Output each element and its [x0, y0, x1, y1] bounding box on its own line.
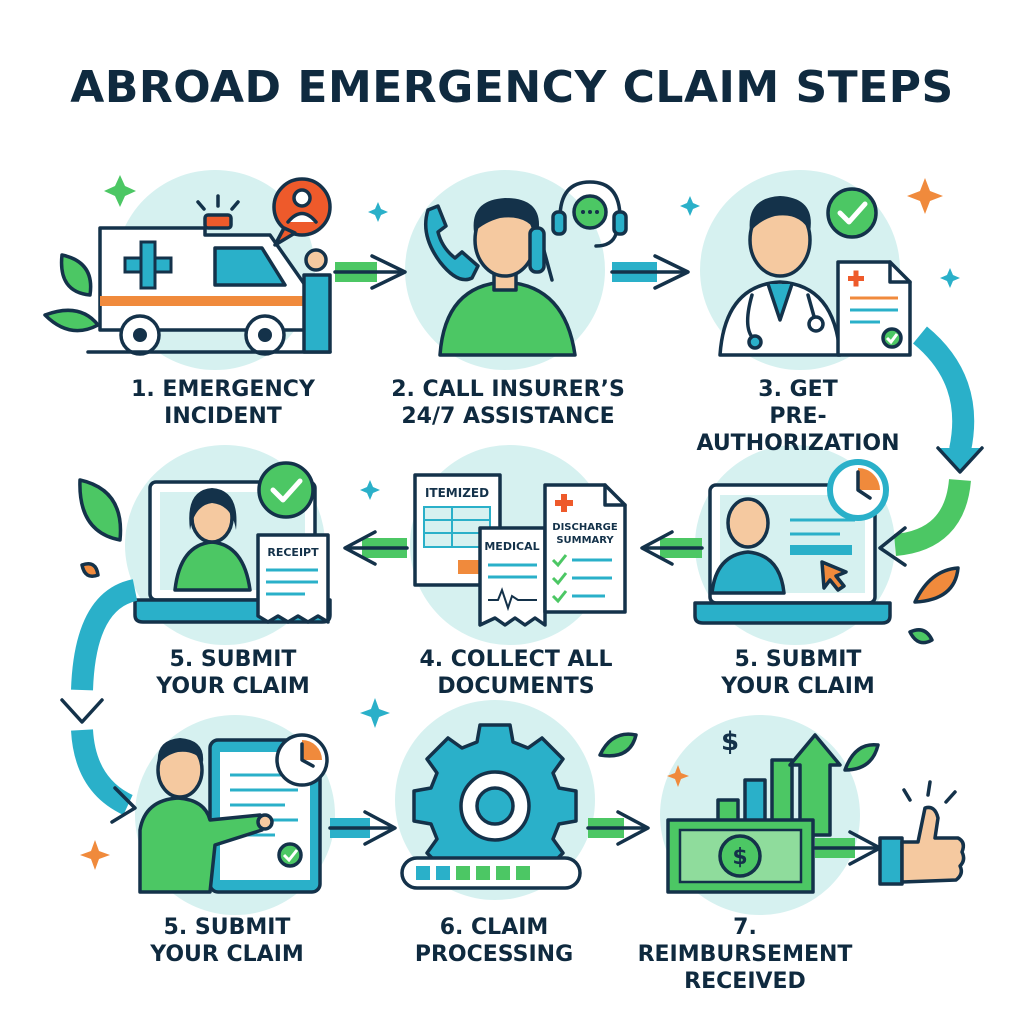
- ambulance-icon: [86, 194, 332, 356]
- step-1-label: 1. EMERGENCY INCIDENT: [103, 376, 343, 430]
- arrow-4-5a: [343, 530, 409, 566]
- sparkle-icon: [940, 268, 960, 288]
- step-5c-line1: 5. SUBMIT: [163, 915, 291, 940]
- sparkle-icon: [360, 480, 380, 500]
- step-5a-label: 5. SUBMIT YOUR CLAIM: [113, 646, 353, 700]
- step-4-line1: 4. COLLECT ALL: [419, 647, 613, 672]
- cursor-icon: [820, 560, 848, 592]
- sparkle-icon: [360, 698, 390, 728]
- step-2-line1: 2. CALL INSURER’S: [391, 377, 625, 402]
- curve-arrow-right: [878, 326, 984, 567]
- arrow-5c-6: [328, 810, 397, 846]
- itemized-label: ITEMIZED: [425, 486, 489, 500]
- arrow-6-7: [586, 810, 650, 846]
- sparkle-icon: [104, 175, 136, 207]
- money-dollar-label: $: [732, 845, 747, 870]
- step-3-line2: PRE-AUTHORIZATION: [696, 404, 900, 456]
- laptop-icon: [693, 483, 892, 625]
- page-title: ABROAD EMERGENCY CLAIM STEPS: [70, 62, 954, 113]
- leaf-icon: [908, 566, 960, 645]
- step-1-line1: 1. EMERGENCY: [131, 377, 315, 402]
- arrow-2-3: [610, 254, 690, 290]
- step-5b-line1: 5. SUBMIT: [734, 647, 862, 672]
- sparkle-icon: [667, 765, 689, 787]
- step-6-label: 6. CLAIM PROCESSING: [374, 914, 614, 968]
- sparkle-icon: [907, 178, 943, 214]
- step-5b-line2: YOUR CLAIM: [721, 674, 875, 699]
- alert-bubble-icon: [272, 177, 332, 247]
- person-pointing-icon: [138, 738, 274, 894]
- clock-icon: [827, 459, 889, 521]
- step-5c-label: 5. SUBMIT YOUR CLAIM: [107, 914, 347, 968]
- dollar-sign-icon: $: [721, 727, 739, 757]
- step-4-line2: DOCUMENTS: [437, 674, 595, 699]
- thumbs-up-icon: [878, 780, 966, 886]
- step-7-label: 7. REIMBURSEMENT RECEIVED: [625, 914, 865, 995]
- receipt-label: RECEIPT: [267, 546, 319, 559]
- step-6-line1: 6. CLAIM: [439, 915, 549, 940]
- progress-bar-icon: [400, 856, 582, 890]
- medical-receipt-icon: MEDICAL: [478, 526, 547, 627]
- step-3-line1: 3. GET: [758, 377, 838, 402]
- phone-icon: [424, 204, 480, 282]
- agent-icon: [438, 198, 577, 357]
- step-6-line2: PROCESSING: [414, 942, 574, 967]
- summary-label: SUMMARY: [556, 535, 614, 546]
- step-5a-line2: YOUR CLAIM: [156, 674, 310, 699]
- sparkle-icon: [368, 202, 388, 222]
- discharge-summary-icon: DISCHARGE SUMMARY: [543, 483, 627, 614]
- step-7-line2: RECEIVED: [684, 969, 806, 994]
- step-2-label: 2. CALL INSURER’S 24/7 ASSISTANCE: [388, 376, 628, 430]
- document-icon: [836, 260, 912, 357]
- step-5a-line1: 5. SUBMIT: [169, 647, 297, 672]
- sparkle-icon: [80, 840, 110, 870]
- step-4-label: 4. COLLECT ALL DOCUMENTS: [396, 646, 636, 700]
- step-5b-label: 5. SUBMIT YOUR CLAIM: [678, 646, 918, 700]
- sparkle-icon: [680, 196, 700, 216]
- checkmark-icon: [257, 461, 315, 519]
- receipt-icon: RECEIPT: [256, 533, 330, 624]
- leaf-icon: [43, 253, 100, 333]
- arrow-1-2: [333, 254, 407, 290]
- headset-icon: [551, 180, 628, 248]
- clock-icon: [275, 733, 329, 787]
- curve-arrow-left: [60, 579, 138, 824]
- leaf-icon: [598, 732, 638, 758]
- doctor-icon: [718, 196, 842, 357]
- leaf-icon: [843, 742, 880, 772]
- checkmark-icon: [826, 187, 878, 239]
- step-1-line2: INCIDENT: [164, 404, 282, 429]
- discharge-label: DISCHARGE: [552, 522, 618, 533]
- step-2-line2: 24/7 ASSISTANCE: [401, 404, 615, 429]
- leaf-icon: [78, 478, 123, 578]
- step-3-label: 3. GET PRE-AUTHORIZATION: [678, 376, 918, 457]
- money-icon: $: [666, 818, 815, 894]
- step-5c-line2: YOUR CLAIM: [150, 942, 304, 967]
- step-7-line1: 7. REIMBURSEMENT: [637, 915, 853, 967]
- medical-label: MEDICAL: [484, 540, 539, 553]
- arrow-5b-4: [640, 530, 704, 566]
- person-icon: [302, 248, 332, 354]
